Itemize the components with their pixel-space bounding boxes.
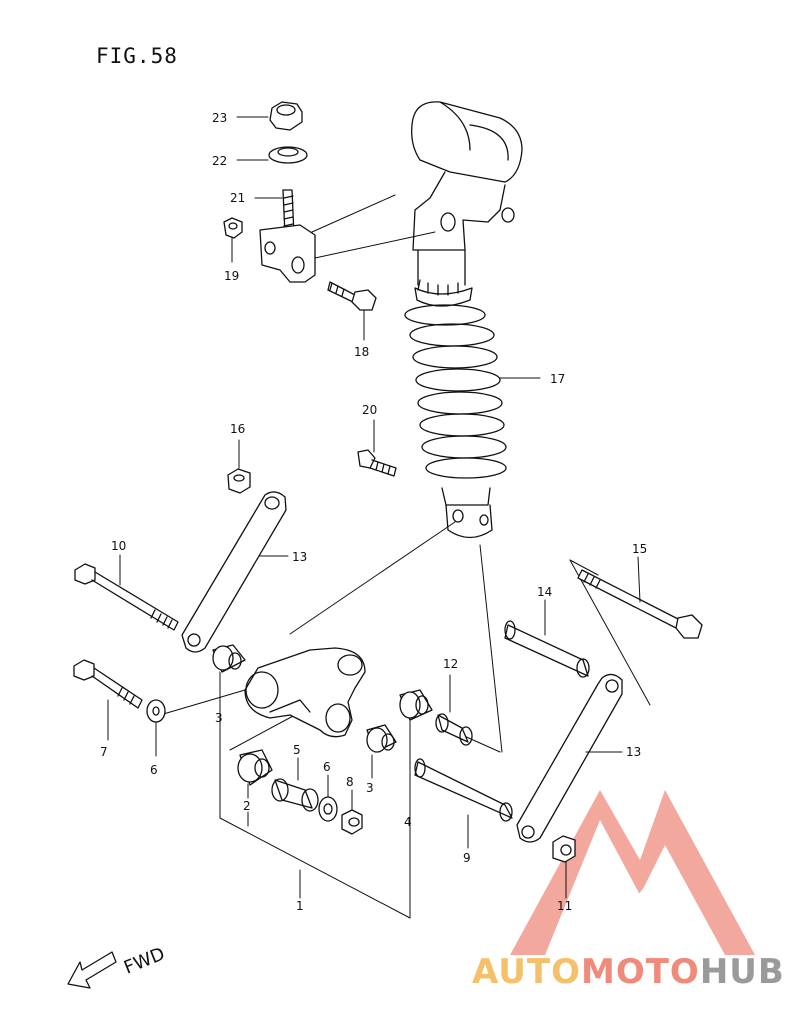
nut-11: [552, 835, 576, 863]
washer-6-left: [146, 699, 166, 723]
spacer-5: [271, 778, 319, 812]
watermark-part-auto: AUTO: [472, 952, 581, 992]
watermark-part-hub: HUB: [699, 952, 785, 992]
nut-23: [269, 101, 303, 131]
bushing-3-lower: [366, 724, 397, 753]
callout-13-upper: 13: [292, 550, 307, 564]
callout-2: 2: [243, 799, 251, 813]
forward-arrow-icon: [67, 951, 117, 989]
bolt-20: [357, 449, 397, 477]
watermark-part-moto: MOTO: [580, 952, 700, 992]
link-lever-1: [244, 647, 366, 738]
callout-10: 10: [111, 539, 126, 553]
bolt-10: [74, 563, 179, 631]
bolt-7: [73, 659, 143, 709]
callout-3-upper: 3: [215, 711, 223, 725]
callout-15: 15: [632, 542, 647, 556]
spacer-9: [414, 758, 513, 822]
washer-6-right: [318, 796, 338, 822]
link-rod-13-right: [516, 673, 623, 843]
callout-4: 4: [404, 815, 412, 829]
callout-16: 16: [230, 422, 245, 436]
link-rod-13-left: [181, 491, 287, 653]
washer-22: [268, 146, 308, 164]
shock-absorber: [404, 101, 523, 539]
spacer-12: [435, 713, 473, 746]
spacer-2: [237, 749, 273, 786]
callout-6-right: 6: [323, 760, 331, 774]
callout-6-left: 6: [150, 763, 158, 777]
callout-19: 19: [224, 269, 239, 283]
bushing-3-upper: [212, 644, 246, 673]
callout-12: 12: [443, 657, 458, 671]
callout-11: 11: [557, 899, 572, 913]
spacer-14: [504, 620, 590, 678]
callout-1: 1: [296, 899, 304, 913]
watermark-text: AUTOMOTOHUB: [472, 952, 785, 992]
bushing-4: [399, 689, 433, 721]
callout-13-lower: 13: [626, 745, 641, 759]
callout-20: 20: [362, 403, 377, 417]
fwd-label: FWD: [121, 943, 168, 978]
nut-8: [341, 809, 363, 835]
callout-22: 22: [212, 154, 227, 168]
callout-3-lower: 3: [366, 781, 374, 795]
callout-14: 14: [537, 585, 552, 599]
figure-title: FIG.58: [96, 44, 178, 68]
bolt-18: [327, 281, 377, 311]
callout-9: 9: [463, 851, 471, 865]
bracket-21: [259, 189, 316, 283]
callout-23: 23: [212, 111, 227, 125]
callout-21: 21: [230, 191, 245, 205]
callout-8: 8: [346, 775, 354, 789]
callout-labels: 23 22 21 19 18 17 20 16 13 10 15 14 12 3…: [100, 111, 647, 979]
watermark-logo: [510, 790, 755, 955]
bolt-15: [577, 569, 703, 639]
leader-lines: [107, 116, 641, 899]
callout-5: 5: [293, 743, 301, 757]
guide-lines: [159, 194, 651, 919]
nut-19: [223, 217, 243, 239]
callout-7: 7: [100, 745, 108, 759]
callout-18: 18: [354, 345, 369, 359]
callout-17: 17: [550, 372, 565, 386]
nut-16: [227, 468, 251, 494]
